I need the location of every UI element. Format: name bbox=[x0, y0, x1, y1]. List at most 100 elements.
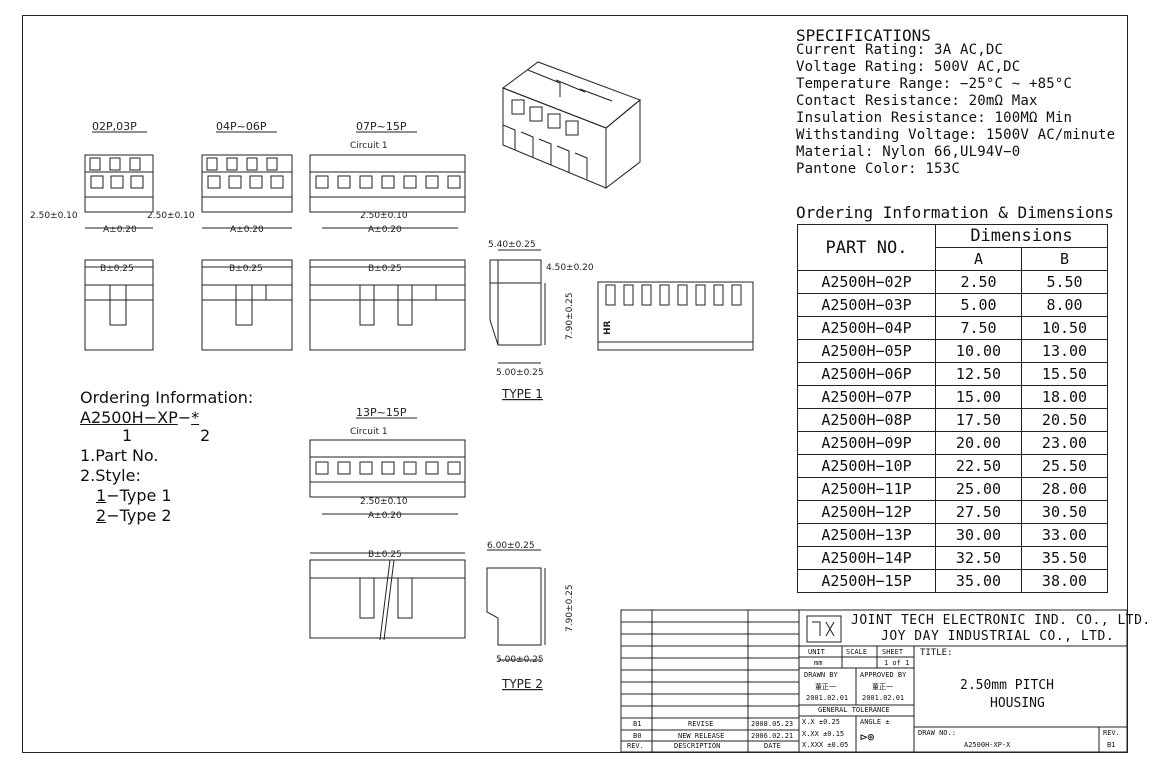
rev-row-b1-date: 2008.05.23 bbox=[751, 720, 794, 728]
part-number-cell: A2500H−11P bbox=[797, 477, 936, 501]
type1-end-view bbox=[597, 281, 754, 351]
circuit-1-label: Circuit 1 bbox=[350, 141, 388, 151]
unit-value: mm bbox=[814, 659, 823, 667]
pitch-dim: 2.50±0.10 bbox=[360, 497, 408, 507]
dim-b-cell: 23.00 bbox=[1021, 431, 1108, 455]
dim-b-cell: 33.00 bbox=[1021, 523, 1108, 547]
specifications-title: SPECIFICATIONS bbox=[796, 26, 931, 45]
spec-line: Temperature Range: −25°C ~ +85°C bbox=[796, 76, 1073, 92]
rev-header: REV. bbox=[627, 742, 644, 750]
part-number-cell: A2500H−07P bbox=[797, 385, 936, 409]
spec-line: Material: Nylon 66,UL94V−0 bbox=[796, 144, 1021, 160]
pitch-dim: 2.50±0.10 bbox=[30, 211, 78, 221]
view-label-13p: 13P~15P bbox=[356, 406, 407, 419]
dim-a-cell: 7.50 bbox=[935, 316, 1022, 340]
rev-row-b0-desc: NEW RELEASE bbox=[678, 732, 725, 740]
part-number-cell: A2500H−12P bbox=[797, 500, 936, 524]
ordering-table-title: Ordering Information & Dimensions bbox=[796, 203, 1114, 222]
view-02p-front bbox=[84, 154, 154, 213]
spec-line: Contact Resistance: 20mΩ Max bbox=[796, 93, 1038, 109]
ordering-code-dash: − bbox=[177, 408, 192, 427]
date-header: DATE bbox=[764, 742, 781, 750]
drawn-by-label: DRAWN BY bbox=[804, 671, 838, 679]
ordering-code-num2: 2 bbox=[200, 426, 211, 445]
view-04p-front bbox=[201, 154, 293, 213]
dim-b-cell: 35.50 bbox=[1021, 546, 1108, 570]
type1-depth-dim: 4.50±0.20 bbox=[546, 263, 594, 273]
type2-side-view bbox=[486, 549, 546, 661]
view-07p-bottom bbox=[309, 259, 466, 351]
approved-date: 2001.02.01 bbox=[862, 694, 905, 702]
company-name-2: JOY DAY INDUSTRIAL CO., LTD. bbox=[881, 629, 1115, 644]
dimensions-header: Dimensions bbox=[935, 224, 1108, 248]
view-13p-bottom bbox=[309, 559, 466, 641]
view-13p-front bbox=[309, 439, 466, 498]
view-label-07p: 07P~15P bbox=[356, 120, 407, 133]
title-label: TITLE: bbox=[920, 648, 953, 658]
type2-width-dim: 6.00±0.25 bbox=[487, 541, 535, 551]
draw-no-value: A2500H-XP-X bbox=[964, 741, 1011, 749]
part-number-cell: A2500H−09P bbox=[797, 431, 936, 455]
view-label-04p: 04P~06P bbox=[216, 120, 267, 133]
a-dim: A±0.20 bbox=[103, 225, 137, 235]
rev-value: B1 bbox=[1107, 741, 1116, 749]
view-02p-bottom bbox=[84, 259, 154, 351]
scale-label: SCALE bbox=[846, 648, 868, 656]
type1-label: TYPE 1 bbox=[501, 387, 543, 401]
rev-label: REV. bbox=[1103, 729, 1120, 737]
drawing-title-line1: 2.50mm PITCH bbox=[960, 678, 1054, 693]
ordering-code-star: * bbox=[191, 408, 200, 427]
part-number-cell: A2500H−15P bbox=[797, 569, 936, 593]
type2-base-dim: 5.00±0.25 bbox=[496, 655, 544, 665]
tolerance-xxx: X.XXX ±0.05 bbox=[802, 741, 849, 749]
col-b-header: B bbox=[1021, 247, 1108, 271]
circuit-1-label: Circuit 1 bbox=[350, 427, 388, 437]
rev-row-b1-desc: REVISE bbox=[688, 720, 714, 728]
dim-b-cell: 20.50 bbox=[1021, 408, 1108, 432]
a-dim: A±0.20 bbox=[230, 225, 264, 235]
b-dim: B±0.25 bbox=[368, 550, 402, 560]
view-label-02p: 02P,03P bbox=[92, 120, 137, 133]
sheet-border bbox=[22, 15, 1128, 753]
general-tolerance: GENERAL TOLERANCE bbox=[818, 706, 890, 714]
dim-a-cell: 20.00 bbox=[935, 431, 1022, 455]
rev-row-b1-rev: B1 bbox=[633, 720, 642, 728]
pitch-dim: 2.50±0.10 bbox=[360, 211, 408, 221]
spec-line: Voltage Rating: 500V AC,DC bbox=[796, 59, 1021, 75]
b-dim: B±0.25 bbox=[229, 264, 263, 274]
type2-label: TYPE 2 bbox=[501, 677, 543, 691]
sheet-label: SHEET bbox=[882, 648, 904, 656]
part-number-cell: A2500H−13P bbox=[797, 523, 936, 547]
ordering-code-num1: 1 bbox=[122, 426, 133, 445]
projection-symbol-icon: ⊳⊕ bbox=[860, 730, 875, 744]
tolerance-x: X.X ±0.25 bbox=[802, 718, 840, 726]
hr-mark: HR bbox=[603, 320, 613, 335]
ordering-item-style: 2.Style: bbox=[80, 466, 141, 485]
approved-by-label: APPROVED BY bbox=[860, 671, 907, 679]
description-header: DESCRIPTION bbox=[674, 742, 721, 750]
company-name-1: JOINT TECH ELECTRONIC IND. CO., LTD. bbox=[851, 613, 1151, 628]
b-dim: B±0.25 bbox=[100, 264, 134, 274]
part-number-cell: A2500H−04P bbox=[797, 316, 936, 340]
title-block-grid bbox=[620, 609, 1128, 753]
dim-b-cell: 38.00 bbox=[1021, 569, 1108, 593]
spec-line: Insulation Resistance: 100MΩ Min bbox=[796, 110, 1073, 126]
tolerance-xx: X.XX ±0.15 bbox=[802, 730, 845, 738]
pitch-dim: 2.50±0.10 bbox=[147, 211, 195, 221]
sheet-value: 1 of 1 bbox=[884, 659, 910, 667]
dim-a-cell: 12.50 bbox=[935, 362, 1022, 386]
dim-b-cell: 15.50 bbox=[1021, 362, 1108, 386]
a-dim: A±0.20 bbox=[368, 511, 402, 521]
